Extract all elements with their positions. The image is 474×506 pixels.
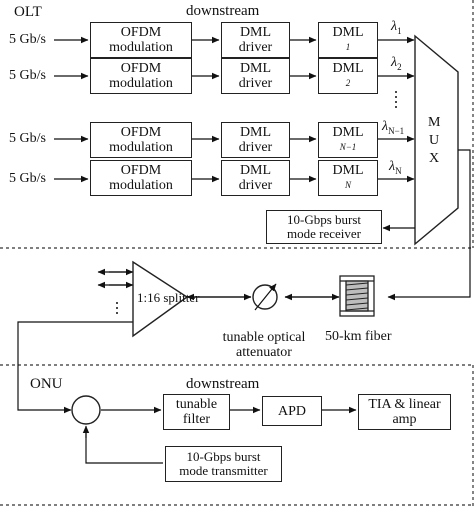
onu-title: ONU [30,376,63,392]
fiber-label: 50-km fiber [325,329,392,344]
apd-block: APD [262,396,322,426]
rate-label-4: 5 Gb/s [9,171,46,186]
rate-label-2: 5 Gb/s [9,68,46,83]
mux-shape [414,34,459,246]
rate-label-3: 5 Gb/s [9,131,46,146]
rate-label-1: 5 Gb/s [9,32,46,47]
mux-letter-m: M [428,115,441,130]
olt-downstream-label: downstream [186,3,260,19]
mux-letter-u: U [429,133,440,148]
olt-title: OLT [14,4,42,20]
splitter-shape [132,260,189,338]
onu-downstream-label: downstream [186,376,260,392]
onu-coupler [71,395,101,425]
splitter-label: 1:16 splitter [137,290,200,305]
wavelength-label-4: λN [389,159,402,176]
wavelength-label-3: λN−1 [382,119,405,136]
wavelength-label-2: λ2 [391,55,402,72]
mux-letter-x: X [429,151,440,166]
wavelength-label-1: λ1 [391,19,402,36]
fiber-spool [339,275,375,317]
ellipsis-marks [116,91,397,314]
